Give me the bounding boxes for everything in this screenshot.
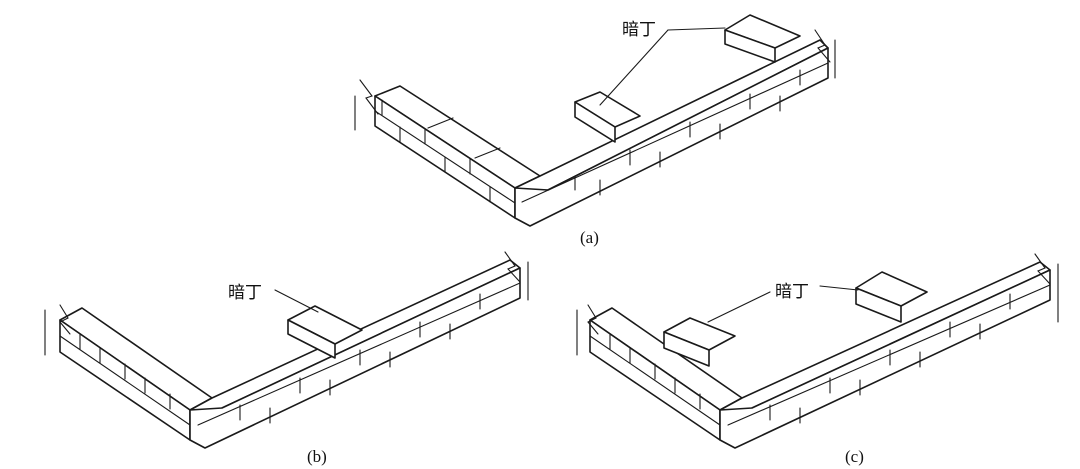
diagram-c-caption: (c) bbox=[845, 447, 864, 466]
diagram-c-leader-2 bbox=[819, 285, 859, 291]
diagram-c-left-wing bbox=[576, 304, 743, 441]
diagram-b-label: 暗丁 bbox=[228, 283, 262, 303]
diagram-a-right-wing bbox=[514, 29, 836, 227]
diagram-a: 暗丁 (a) bbox=[354, 14, 836, 247]
diagram-a-leader-1 bbox=[599, 29, 669, 106]
diagram-a-leader-2 bbox=[667, 27, 726, 31]
diagram-c-label: 暗丁 bbox=[775, 282, 809, 302]
diagram-a-caption: (a) bbox=[580, 228, 599, 247]
diagram-b-hidden-header bbox=[287, 305, 363, 359]
diagram-c-hidden-header-2 bbox=[855, 271, 928, 323]
diagram-c: 暗丁 (c) bbox=[576, 253, 1059, 466]
diagram-a-label: 暗丁 bbox=[622, 20, 656, 40]
diagram-b-left-wing bbox=[44, 304, 213, 441]
diagram-b-right-wing bbox=[189, 251, 529, 449]
diagram-c-hidden-header-1 bbox=[663, 317, 736, 367]
diagram-a-hidden-header-1 bbox=[574, 91, 641, 143]
diagram-c-leader-1 bbox=[707, 291, 771, 323]
diagram-b: 暗丁 (b) bbox=[44, 251, 529, 466]
diagram-b-caption: (b) bbox=[307, 447, 327, 466]
diagram-c-right-wing bbox=[719, 253, 1059, 449]
diagram-a-left-wing bbox=[354, 79, 541, 219]
diagram-b-leader bbox=[274, 289, 319, 313]
diagram-a-hidden-header-2 bbox=[724, 14, 801, 63]
